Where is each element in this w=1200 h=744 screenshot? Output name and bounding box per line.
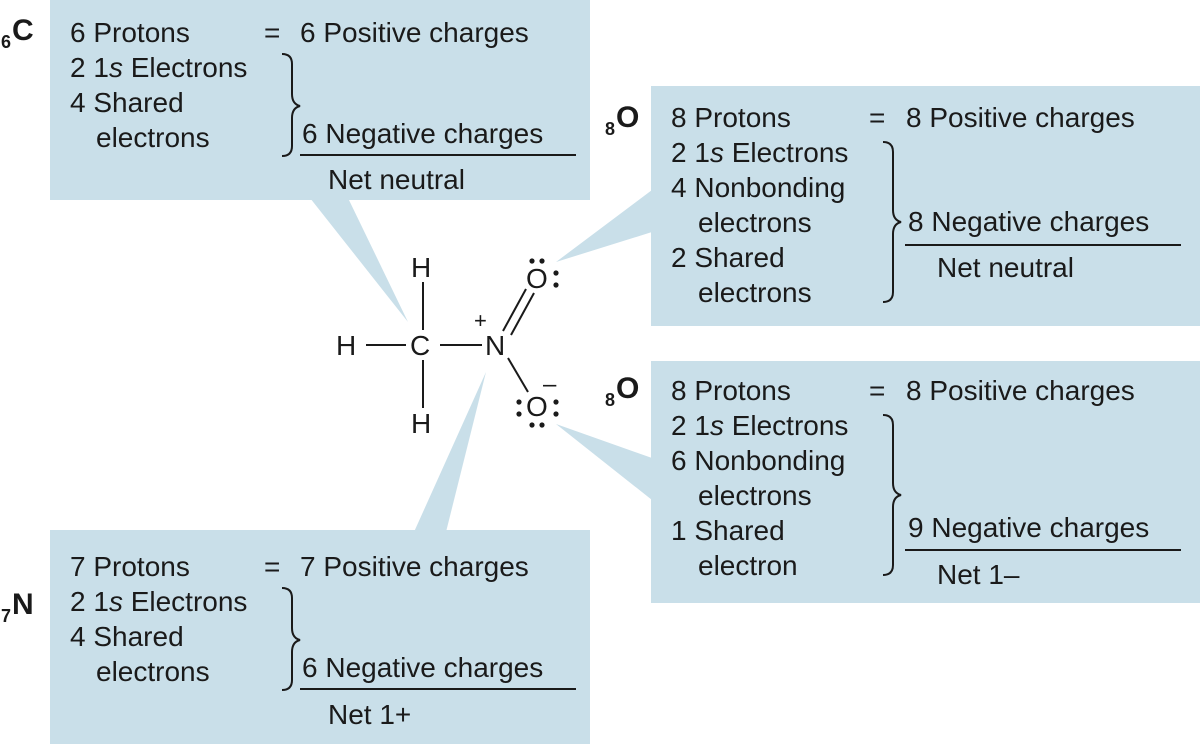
carbon-brace bbox=[281, 53, 301, 157]
lone-pair-dot bbox=[539, 258, 545, 264]
oxygen-double-nonbonding-1: 4 Nonbonding bbox=[671, 172, 846, 203]
lone-pair-dot bbox=[553, 282, 559, 288]
lone-pair-dot bbox=[516, 411, 522, 417]
nitrogen-protons: 7 Protons bbox=[70, 551, 190, 582]
oxygen-double-rule bbox=[905, 244, 1181, 246]
oxygen-double-callout-box: 8 Protons = 8 Positive charges 2 1s Elec… bbox=[651, 86, 1200, 326]
oxygen-double-nonbonding-2: electrons bbox=[698, 207, 812, 238]
carbon-equals: = bbox=[264, 17, 281, 48]
oxygen-double-1s-electrons: 2 1s Electrons bbox=[671, 137, 849, 168]
oxygen-single-atom-label: 8O bbox=[605, 372, 640, 410]
charge-n-plus: + bbox=[474, 308, 487, 333]
oxygen-single-rule bbox=[905, 549, 1181, 551]
nitrogen-positive: 7 Positive charges bbox=[300, 551, 529, 582]
nitrogen-shared-2: electrons bbox=[96, 656, 210, 687]
carbon-shared-2: electrons bbox=[96, 122, 210, 153]
carbon-shared-1: 4 Shared bbox=[70, 87, 184, 118]
nitrogen-rule bbox=[300, 688, 576, 690]
carbon-pointer bbox=[310, 198, 408, 322]
oxygen-single-protons: 8 Protons bbox=[671, 375, 791, 406]
oxygen-single-nonbonding-2: electrons bbox=[698, 480, 812, 511]
nitrogen-negative: 6 Negative charges bbox=[302, 652, 544, 683]
bond-n-o-single bbox=[507, 357, 529, 393]
carbon-callout-box: 6 Protons = 6 Positive charges 2 1s Elec… bbox=[50, 0, 590, 200]
oxygen-single-negative: 9 Negative charges bbox=[908, 512, 1150, 543]
atom-o-bottom: O bbox=[526, 391, 548, 422]
oxygen-double-protons: 8 Protons bbox=[671, 102, 791, 133]
bond-n-o-double-a bbox=[502, 288, 527, 332]
lone-pair-dot bbox=[516, 399, 522, 405]
oxygen-single-net: Net 1– bbox=[937, 559, 1020, 590]
oxygen-single-shared-2: electron bbox=[698, 550, 798, 581]
oxygen-single-pointer bbox=[556, 424, 652, 500]
lone-pair-dot bbox=[539, 422, 545, 428]
lone-pair-dot bbox=[553, 399, 559, 405]
atom-h-left: H bbox=[336, 330, 357, 361]
lone-pair-dot bbox=[553, 270, 559, 276]
oxygen-single-shared-1: 1 Shared bbox=[671, 515, 785, 546]
nitrogen-1s-electrons: 2 1s Electrons bbox=[70, 586, 248, 617]
oxygen-single-1s-electrons: 2 1s Electrons bbox=[671, 410, 849, 441]
oxygen-double-equals: = bbox=[869, 102, 886, 133]
nitrogen-atom-label: 7N bbox=[1, 588, 34, 626]
lone-pair-dot bbox=[529, 258, 535, 264]
atom-h-top: H bbox=[411, 252, 432, 283]
bond-n-o-double-b bbox=[510, 292, 535, 336]
oxygen-single-equals: = bbox=[869, 375, 886, 406]
carbon-negative: 6 Negative charges bbox=[302, 118, 544, 149]
oxygen-double-negative: 8 Negative charges bbox=[908, 206, 1150, 237]
oxygen-double-positive: 8 Positive charges bbox=[906, 102, 1135, 133]
oxygen-single-brace bbox=[882, 414, 902, 576]
lone-pair-dot bbox=[529, 422, 535, 428]
nitrogen-net: Net 1+ bbox=[328, 699, 412, 730]
oxygen-double-shared-1: 2 Shared bbox=[671, 242, 785, 273]
carbon-atom-label: 6C bbox=[1, 14, 34, 52]
charge-o-minus: – bbox=[543, 371, 557, 398]
oxygen-single-callout-box: 8 Protons = 8 Positive charges 2 1s Elec… bbox=[651, 361, 1200, 603]
atom-c: C bbox=[410, 330, 431, 361]
oxygen-double-net: Net neutral bbox=[937, 252, 1074, 283]
nitrogen-equals: = bbox=[264, 551, 281, 582]
atom-h-bottom: H bbox=[411, 408, 432, 439]
nitrogen-brace bbox=[281, 587, 301, 691]
carbon-protons: 6 Protons bbox=[70, 17, 190, 48]
nitrogen-pointer bbox=[414, 372, 486, 532]
oxygen-double-atom-label: 8O bbox=[605, 101, 640, 139]
oxygen-double-brace bbox=[882, 141, 902, 303]
carbon-rule bbox=[300, 154, 576, 156]
carbon-positive: 6 Positive charges bbox=[300, 17, 529, 48]
oxygen-double-pointer bbox=[556, 190, 652, 262]
oxygen-single-positive: 8 Positive charges bbox=[906, 375, 1135, 406]
atom-o-top: O bbox=[526, 263, 548, 294]
nitrogen-shared-1: 4 Shared bbox=[70, 621, 184, 652]
atom-n: N bbox=[485, 330, 506, 361]
oxygen-double-shared-2: electrons bbox=[698, 277, 812, 308]
nitrogen-callout-box: 7 Protons = 7 Positive charges 2 1s Elec… bbox=[50, 530, 590, 744]
oxygen-single-nonbonding-1: 6 Nonbonding bbox=[671, 445, 846, 476]
carbon-1s-electrons: 2 1s Electrons bbox=[70, 52, 248, 83]
carbon-net: Net neutral bbox=[328, 164, 465, 195]
lone-pair-dot bbox=[553, 411, 559, 417]
